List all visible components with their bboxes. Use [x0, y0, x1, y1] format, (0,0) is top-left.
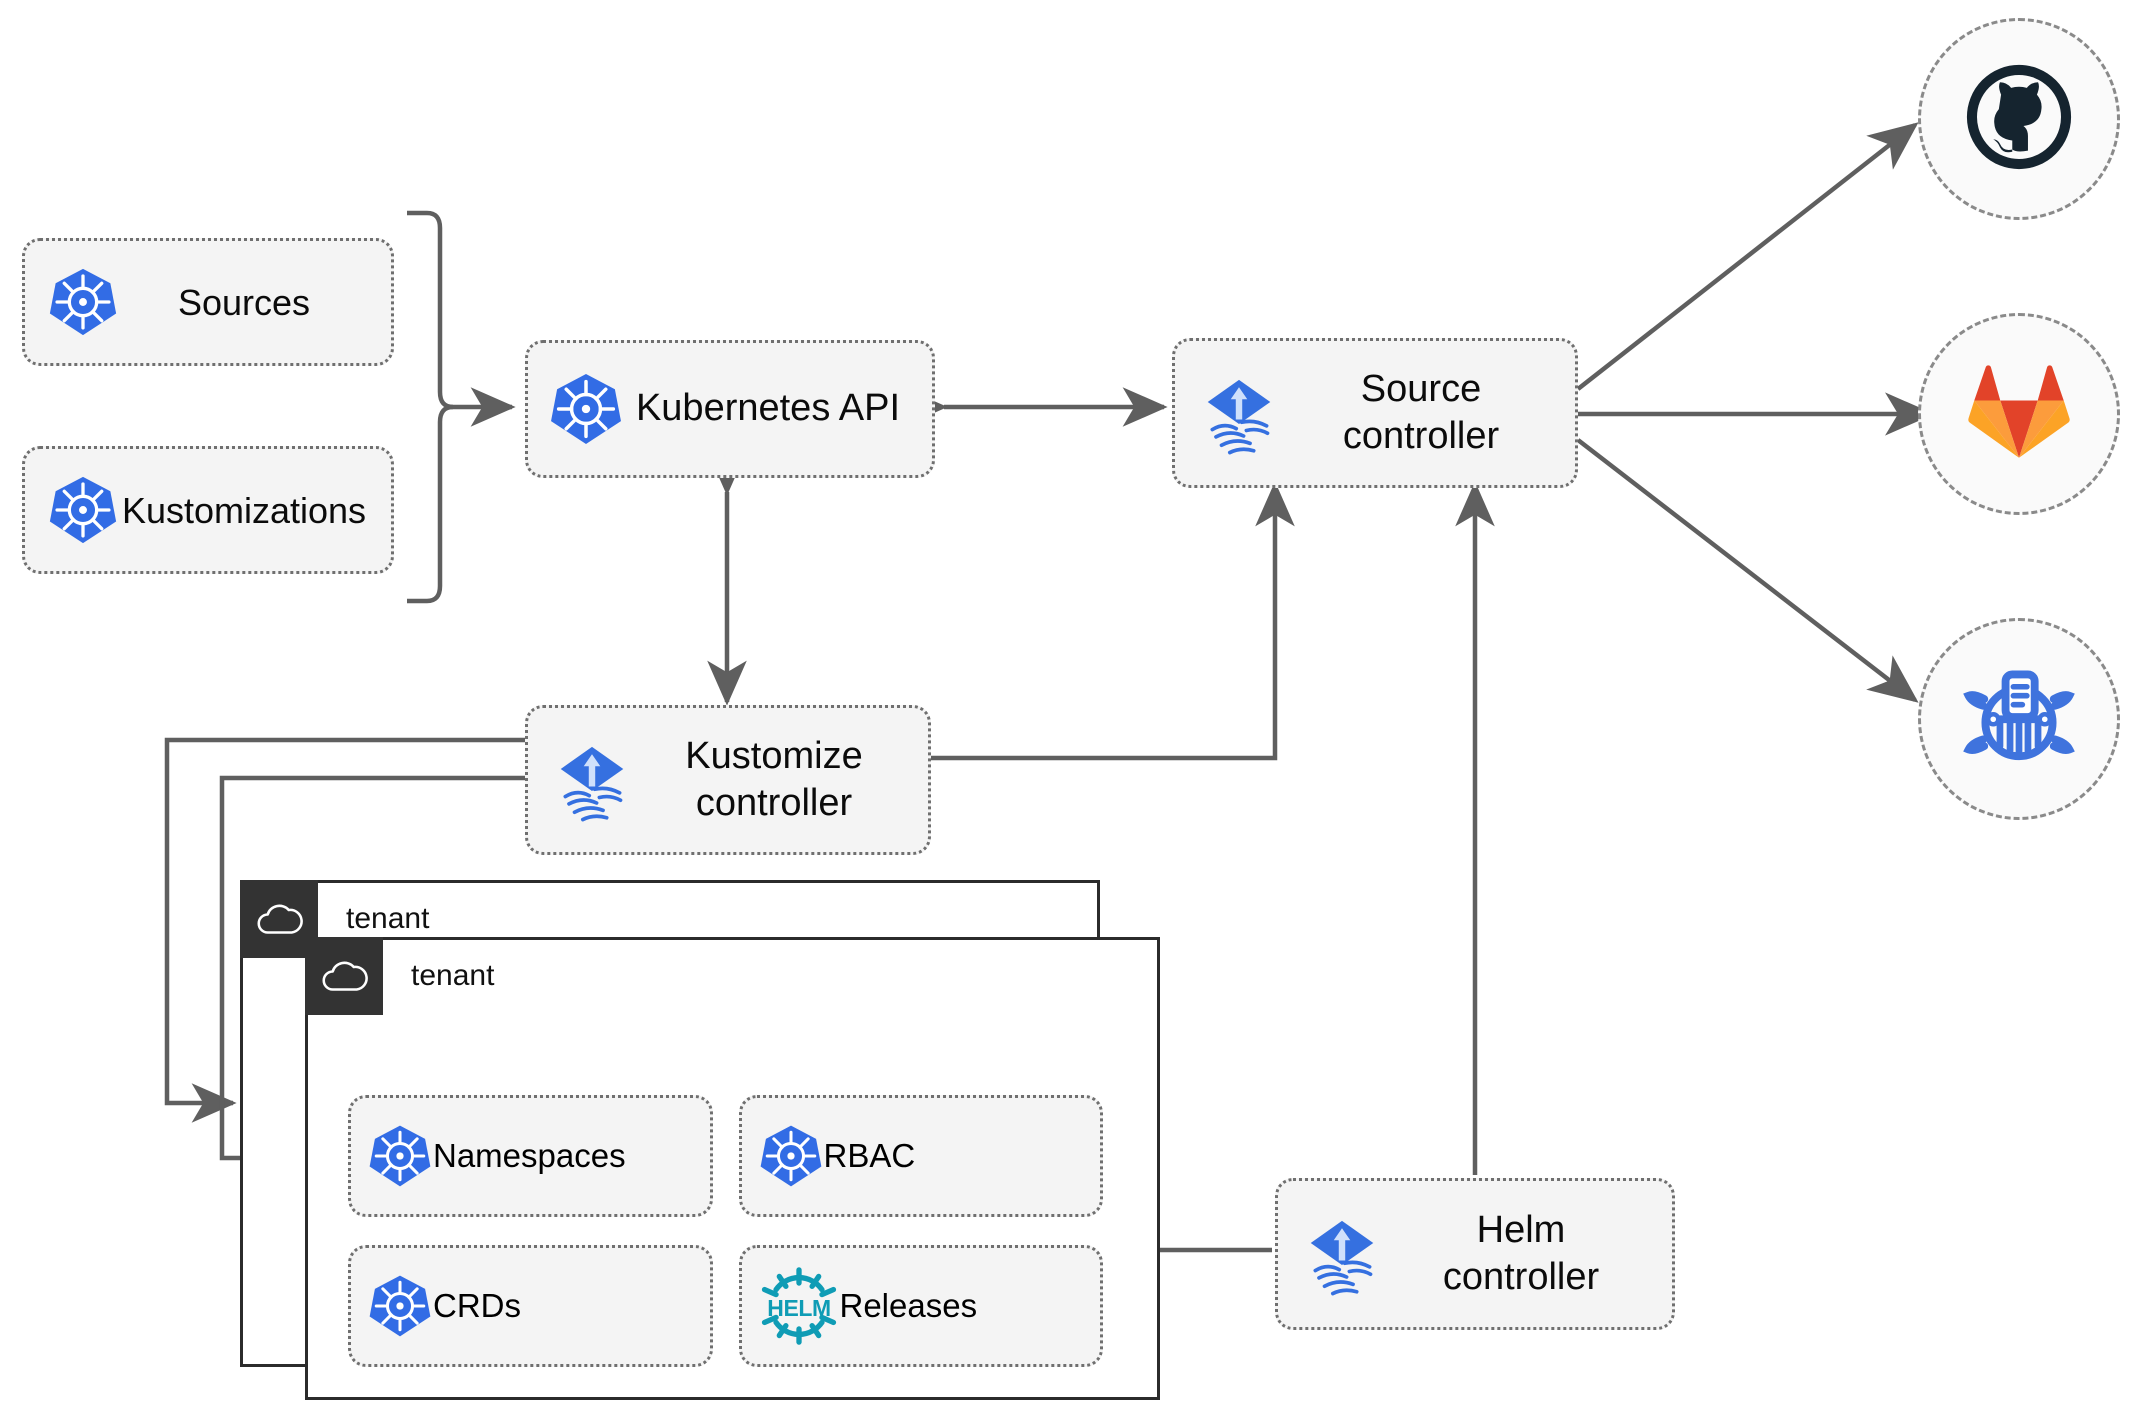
- gitlab-icon: [1967, 362, 2071, 467]
- tenant-inner-name: tenant: [411, 959, 495, 992]
- node-sources-label: Sources: [177, 281, 311, 323]
- helm-controller-line1: Helm: [1476, 1208, 1566, 1251]
- resource-rbac[interactable]: RBAC: [738, 1095, 1103, 1217]
- provider-registry[interactable]: [1918, 618, 2120, 820]
- github-icon: [1963, 61, 2075, 178]
- node-kubernetes-api-label: Kubernetes API: [635, 387, 901, 430]
- node-kustomize-controller-label: Kustomize controller: [638, 733, 910, 828]
- source-controller-line1: Source: [1360, 367, 1482, 410]
- resource-namespaces-label: Namespaces: [433, 1137, 626, 1174]
- helm-icon: HELM: [758, 1265, 840, 1347]
- kubernetes-icon: [47, 474, 119, 546]
- helm-controller-line2: controller: [1442, 1256, 1600, 1298]
- provider-github[interactable]: [1918, 18, 2120, 220]
- resource-releases-label: Releases: [839, 1287, 978, 1324]
- flux-icon: [546, 734, 638, 826]
- kubernetes-icon: [367, 1123, 433, 1189]
- resource-rbac-label: RBAC: [823, 1137, 916, 1174]
- kubernetes-icon: [367, 1273, 433, 1339]
- node-source-controller-label: Source controller: [1285, 366, 1557, 461]
- cloud-icon: [305, 937, 383, 1015]
- source-controller-line2: controller: [1342, 415, 1500, 457]
- resource-crds[interactable]: CRDs: [348, 1245, 713, 1367]
- svg-text:HELM: HELM: [767, 1295, 830, 1321]
- flux-icon: [1193, 367, 1285, 459]
- node-kustomizations-label: Kustomizations: [121, 489, 367, 531]
- node-sources[interactable]: Sources: [22, 238, 394, 366]
- tenant-resource-grid: Namespaces: [348, 1095, 1103, 1367]
- tenant-inner-header: tenant: [305, 937, 494, 1015]
- kustomize-controller-line2: controller: [695, 782, 853, 824]
- edge-bracket-sources-kustomizations: [407, 210, 454, 604]
- node-kustomizations[interactable]: Kustomizations: [22, 446, 394, 574]
- node-kustomize-controller[interactable]: Kustomize controller: [525, 705, 931, 855]
- node-source-controller[interactable]: Source controller: [1172, 338, 1578, 488]
- tenant-outer-name: tenant: [346, 902, 430, 935]
- resource-crds-label: CRDs: [433, 1287, 521, 1324]
- resource-namespaces[interactable]: Namespaces: [348, 1095, 713, 1217]
- helm-registry-icon: [1963, 661, 2075, 778]
- tenant-inner[interactable]: tenant: [305, 937, 1160, 1400]
- node-kubernetes-api[interactable]: Kubernetes API: [525, 340, 935, 478]
- kubernetes-icon: [548, 371, 624, 447]
- edge-sourcecontroller-github: [1576, 122, 1919, 391]
- edge-kustomizecontroller-sourcecontroller: [930, 481, 1295, 761]
- kustomize-controller-line1: Kustomize: [685, 734, 863, 777]
- kubernetes-icon: [758, 1123, 824, 1189]
- edge-sourcecontroller-registry: [1576, 438, 1919, 703]
- node-helm-controller[interactable]: Helm controller: [1275, 1178, 1675, 1330]
- provider-gitlab[interactable]: [1918, 313, 2120, 515]
- flux-icon: [1296, 1208, 1388, 1300]
- node-helm-controller-label: Helm controller: [1388, 1207, 1654, 1302]
- resource-releases[interactable]: HELM Releases: [738, 1245, 1103, 1367]
- kubernetes-icon: [47, 266, 119, 338]
